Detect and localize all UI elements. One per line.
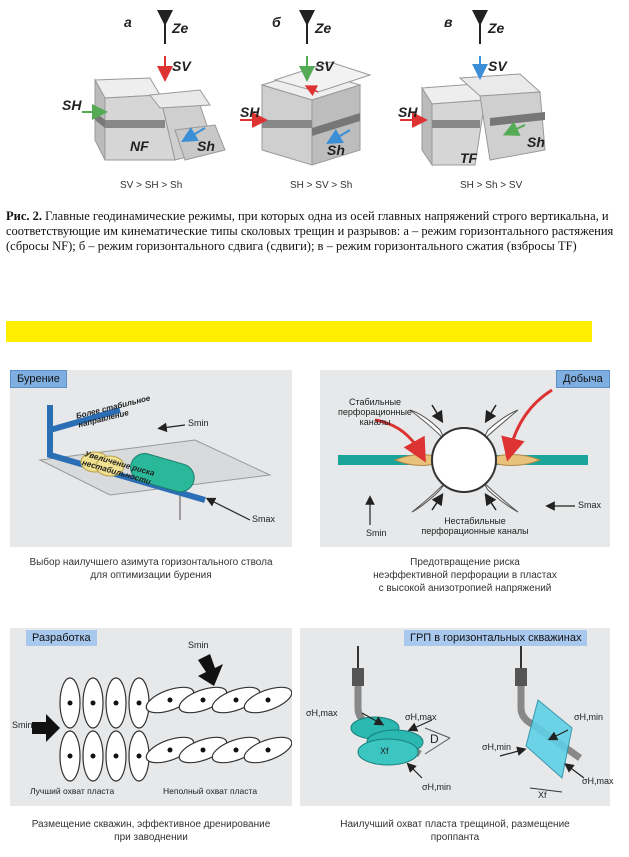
panel-b-relation: SH > SV > Sh [290, 180, 353, 191]
drilling-caption-line2: для оптимизации бурения [90, 570, 212, 581]
development-caption-line1: Размещение скважин, эффективное дрениров… [31, 819, 271, 830]
caption-label: Рис. 2. [6, 209, 43, 223]
panel-b-sv: SV [315, 58, 334, 74]
production-unstable-label: Нестабильные перфорационные каналы [421, 516, 529, 536]
panel-a-relation: SV > SH > Sh [120, 180, 183, 191]
development-diagram [32, 654, 292, 782]
fracking-xf-right: Xf [538, 790, 547, 800]
panel-c-sh-big: SH [398, 104, 418, 120]
panel-c-sv: SV [488, 58, 507, 74]
panel-b-sh-small: Sh [327, 142, 345, 158]
drilling-caption-line1: Выбор наилучшего азимута горизонтального… [29, 557, 273, 568]
drilling-tag: Бурение [10, 370, 67, 388]
drilling-smax: Smax [252, 514, 276, 524]
development-partial-label: Неполный охват пласта [163, 786, 258, 796]
panel-c-sh-small: Sh [527, 134, 545, 150]
production-caption-line2: неэффективной перфорации в пластах [373, 570, 557, 581]
panel-a-letter: a [124, 14, 132, 30]
panel-a-type: NF [130, 138, 149, 154]
fracking-shmax-left: σH,max [306, 708, 338, 718]
development-caption: Размещение скважин, эффективное дрениров… [10, 818, 292, 844]
fracking-caption: Наилучший охват пласта трещиной, размеще… [300, 818, 610, 844]
panel-c-ze: Ze [488, 20, 505, 36]
production-caption-line3: с высокой анизотропией напряжений [378, 583, 552, 594]
panel-c-type: TF [460, 150, 478, 166]
fracking-shmax-mid: σH,max [405, 712, 437, 722]
panel-b-letter: б [272, 14, 281, 30]
fracking-tag: ГРП в горизонтальных скважинах [404, 630, 588, 646]
production-diagram [338, 388, 588, 525]
fracking-shmin-mid: σH,min [422, 782, 452, 792]
caption-text: Главные геодинамические режимы, при кото… [6, 209, 614, 253]
panel-a-sh-big: SH [62, 97, 82, 113]
fracking-shmin-right-left: σH,min [482, 742, 512, 752]
fracking-diagram [350, 646, 585, 793]
production-tag: Добыча [556, 370, 610, 388]
development-caption-line2: при заводнении [114, 832, 188, 843]
panel-b-sh-big: SH [240, 104, 260, 120]
fracking-caption-line2: проппанта [430, 832, 480, 843]
panel-b-ze: Ze [315, 20, 332, 36]
block-strike-slip [240, 10, 372, 166]
development-smin-top: Smin [188, 640, 209, 650]
highlight-bar [6, 321, 592, 342]
block-thrust-fault [400, 10, 546, 167]
fracking-shmax-right: σH,max [582, 776, 614, 786]
drilling-diagram [38, 405, 272, 521]
development-tag: Разработка [26, 630, 97, 646]
production-caption: Предотвращение риска неэффективной перфо… [320, 556, 610, 595]
block-normal-fault [82, 10, 226, 161]
panel-c-relation: SH > Sh > SV [460, 180, 523, 191]
production-smin: Smin [366, 528, 387, 538]
fracking-d: D [430, 732, 439, 746]
development-smin-left: Smin [12, 720, 33, 730]
geodynamic-regimes-figure [82, 10, 546, 167]
drilling-caption: Выбор наилучшего азимута горизонтального… [10, 556, 292, 582]
production-stable-label: Стабильные перфорационные каналы [338, 397, 412, 427]
fracking-shmin-right-top: σH,min [574, 712, 604, 722]
development-panel [10, 628, 292, 806]
fracking-caption-line1: Наилучший охват пласта трещиной, размеще… [340, 819, 570, 830]
panel-a-ze: Ze [172, 20, 189, 36]
production-smax: Smax [578, 500, 602, 510]
production-caption-line1: Предотвращение риска [410, 557, 520, 568]
drilling-smin: Smin [188, 418, 209, 428]
fracking-xf-left: Xf [380, 746, 389, 756]
panel-c-letter: в [444, 14, 453, 30]
development-best-label: Лучший охват пласта [30, 786, 115, 796]
panel-a-sh-small: Sh [197, 138, 215, 154]
figure-caption: Рис. 2. Главные геодинамические режимы, … [6, 209, 618, 254]
panel-a-sv: SV [172, 58, 191, 74]
